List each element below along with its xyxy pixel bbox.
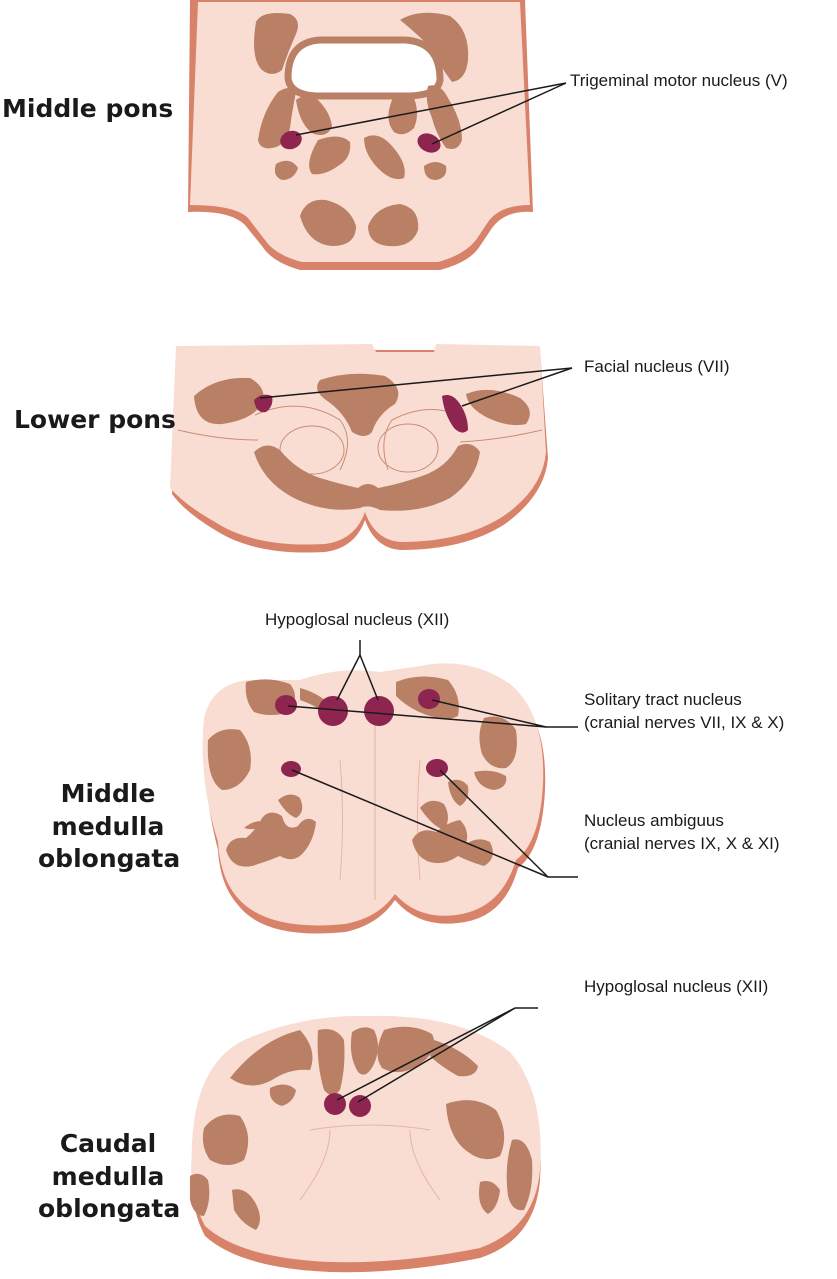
facial-nucleus-left	[254, 394, 273, 413]
callout-nucleus-ambiguus: Nucleus ambiguus (cranial nerves IX, X &…	[584, 811, 780, 853]
caudal-medulla-tracts	[299, 1124, 441, 1201]
hypoglossal-nucleus-mid-right	[364, 696, 394, 726]
callout-hypoglossal-nucleus-middle: Hypoglosal nucleus (XII)	[265, 610, 450, 629]
hypoglossal-nucleus-caudal-right	[349, 1095, 371, 1117]
ambiguus-nucleus-left	[281, 761, 301, 777]
middle-medulla-leader-lines	[287, 640, 578, 878]
middle-medulla-section	[202, 640, 578, 934]
caudal-leader-lines	[336, 1007, 538, 1103]
callout-facial-nucleus: Facial nucleus (VII)	[584, 357, 730, 376]
callout-trigeminal-motor-nucleus: Trigeminal motor nucleus (V)	[570, 71, 788, 90]
facial-nucleus-right	[442, 395, 468, 433]
section-label-middle-medulla: Middle medulla oblongata	[38, 779, 181, 873]
section-label-middle-pons: Middle pons	[2, 94, 174, 123]
callout-hypoglossal-nucleus-caudal: Hypoglosal nucleus (XII)	[584, 977, 769, 996]
section-label-caudal-medulla: Caudal medulla oblongata	[38, 1129, 181, 1223]
lower-pons-section	[170, 344, 573, 553]
facial-leader-lines	[259, 367, 573, 407]
middle-medulla-tracts	[339, 700, 421, 900]
caudal-medulla-grey-matter	[190, 1026, 533, 1230]
trigeminal-leader-lines	[295, 82, 567, 145]
middle-medulla-tissue	[202, 663, 544, 926]
middle-pons-section	[188, 0, 567, 270]
fourth-ventricle	[284, 36, 444, 100]
trigeminal-nucleus-right	[417, 133, 441, 153]
solitary-nucleus-right	[418, 689, 440, 709]
caudal-medulla-tissue	[191, 1015, 541, 1263]
caudal-medulla-section	[190, 1007, 541, 1273]
section-label-lower-pons: Lower pons	[14, 405, 176, 434]
callout-solitary-tract-nucleus: Solitary tract nucleus (cranial nerves V…	[584, 690, 785, 732]
solitary-nucleus-left	[275, 695, 297, 715]
middle-medulla-grey-matter	[207, 676, 517, 867]
hypoglossal-nucleus-mid-left	[318, 696, 348, 726]
